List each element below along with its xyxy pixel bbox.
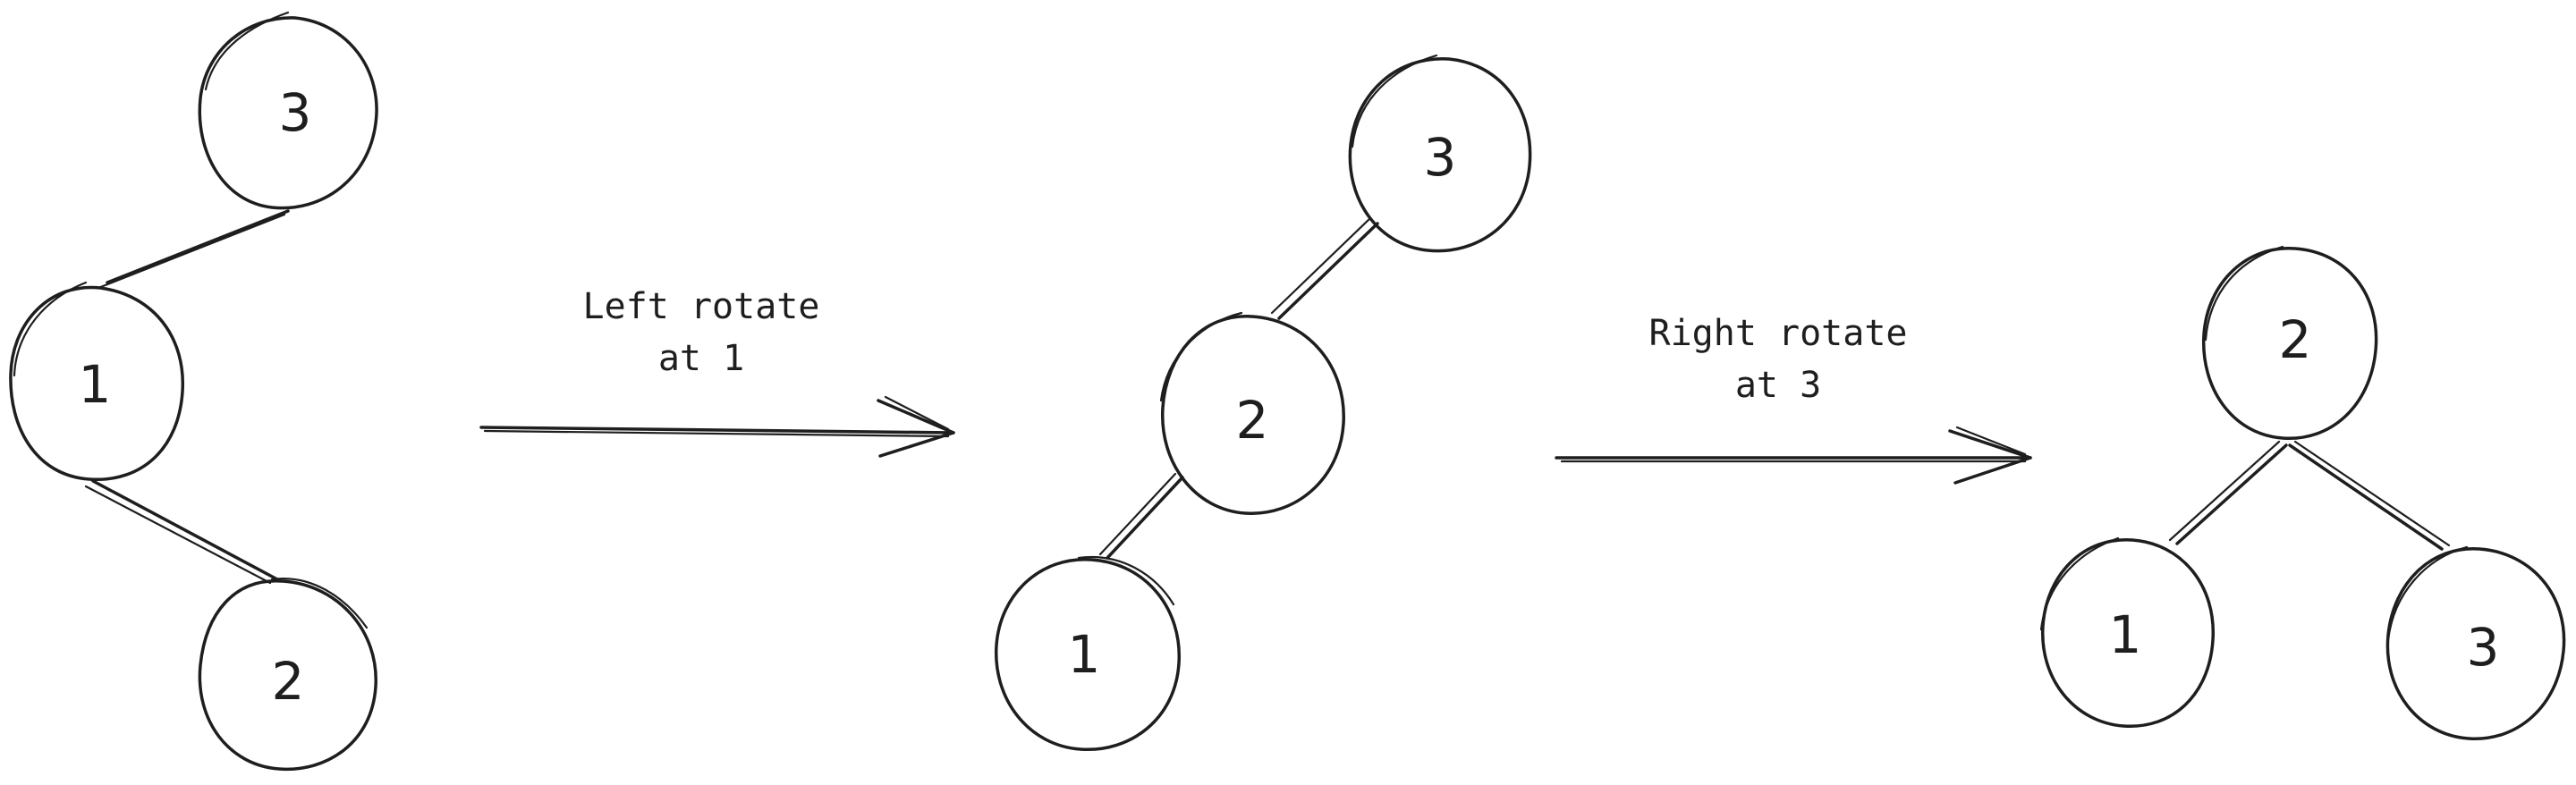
node-label: 3 — [1424, 127, 1457, 188]
node-label: 1 — [2109, 604, 2142, 665]
step-label-line: at 3 — [1735, 365, 1821, 406]
node-label: 2 — [2279, 309, 2312, 370]
tree-node-3: 3 — [2385, 545, 2566, 740]
edge-1-2 — [84, 479, 279, 585]
edge-2-3 — [2288, 440, 2451, 551]
edge-3-1 — [97, 209, 290, 290]
tree-node-2: 2 — [1159, 311, 1345, 515]
tree-node-2: 2 — [2201, 245, 2378, 440]
node-label: 3 — [279, 82, 312, 143]
edge-2-1 — [2168, 440, 2288, 545]
step-label-line: at 1 — [658, 338, 744, 379]
edge-2-1 — [1098, 472, 1184, 560]
tree-node-1: 1 — [995, 555, 1181, 751]
tree-initial: 3 1 2 — [9, 11, 378, 772]
node-label: 2 — [272, 651, 305, 712]
arrow-left-rotate — [479, 395, 955, 458]
step-label-line: Right rotate — [1649, 313, 1908, 354]
step-label-left-rotate: Left rotate at 1 — [583, 286, 820, 379]
node-label: 2 — [1236, 390, 1269, 451]
edge-3-2 — [1270, 216, 1379, 320]
tree-node-1: 1 — [2039, 536, 2215, 728]
tree-after-right-rotate: 2 1 3 — [2039, 245, 2566, 740]
tree-after-left-rotate: 3 2 1 — [995, 54, 1532, 751]
node-label: 1 — [1068, 624, 1101, 685]
step-label-line: Left rotate — [583, 286, 820, 327]
tree-node-3: 3 — [198, 11, 378, 210]
step-label-right-rotate: Right rotate at 3 — [1649, 313, 1908, 406]
tree-node-2: 2 — [198, 578, 377, 772]
node-label: 3 — [2467, 617, 2500, 678]
node-label: 1 — [79, 354, 112, 415]
arrow-right-rotate — [1555, 426, 2032, 485]
tree-node-1: 1 — [9, 281, 185, 481]
tree-node-3: 3 — [1348, 54, 1532, 253]
